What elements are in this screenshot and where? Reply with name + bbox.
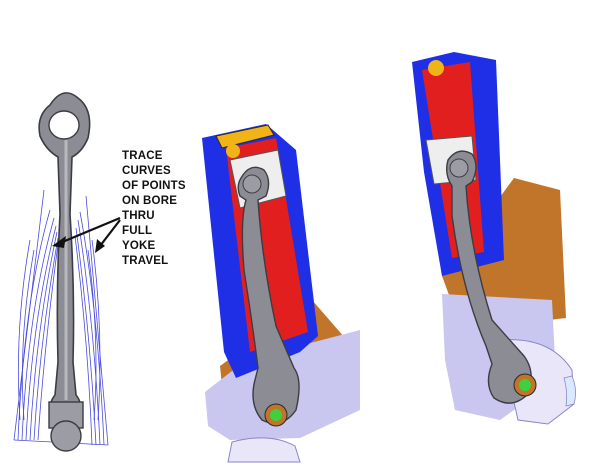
trace-curves bbox=[13, 189, 109, 446]
annotation-line: FULL bbox=[122, 225, 153, 237]
pivot-pin-icon bbox=[513, 373, 537, 397]
annotation-line: YOKE bbox=[122, 240, 156, 252]
annotation-line: OF POINTS bbox=[122, 180, 186, 192]
pivot-pin-icon bbox=[264, 403, 288, 427]
annotation-line: TRACE bbox=[122, 150, 163, 162]
connecting-rod-icon bbox=[38, 92, 91, 452]
annotation-line: CURVES bbox=[122, 165, 171, 177]
trace-arrow-icon bbox=[52, 216, 121, 253]
middle-view bbox=[202, 124, 360, 463]
annotation-line: TRAVEL bbox=[122, 255, 169, 267]
left-view bbox=[13, 92, 121, 452]
annotation-line: THRU bbox=[122, 210, 155, 222]
right-view bbox=[412, 52, 576, 425]
annotation-line: ON BORE bbox=[122, 195, 178, 207]
